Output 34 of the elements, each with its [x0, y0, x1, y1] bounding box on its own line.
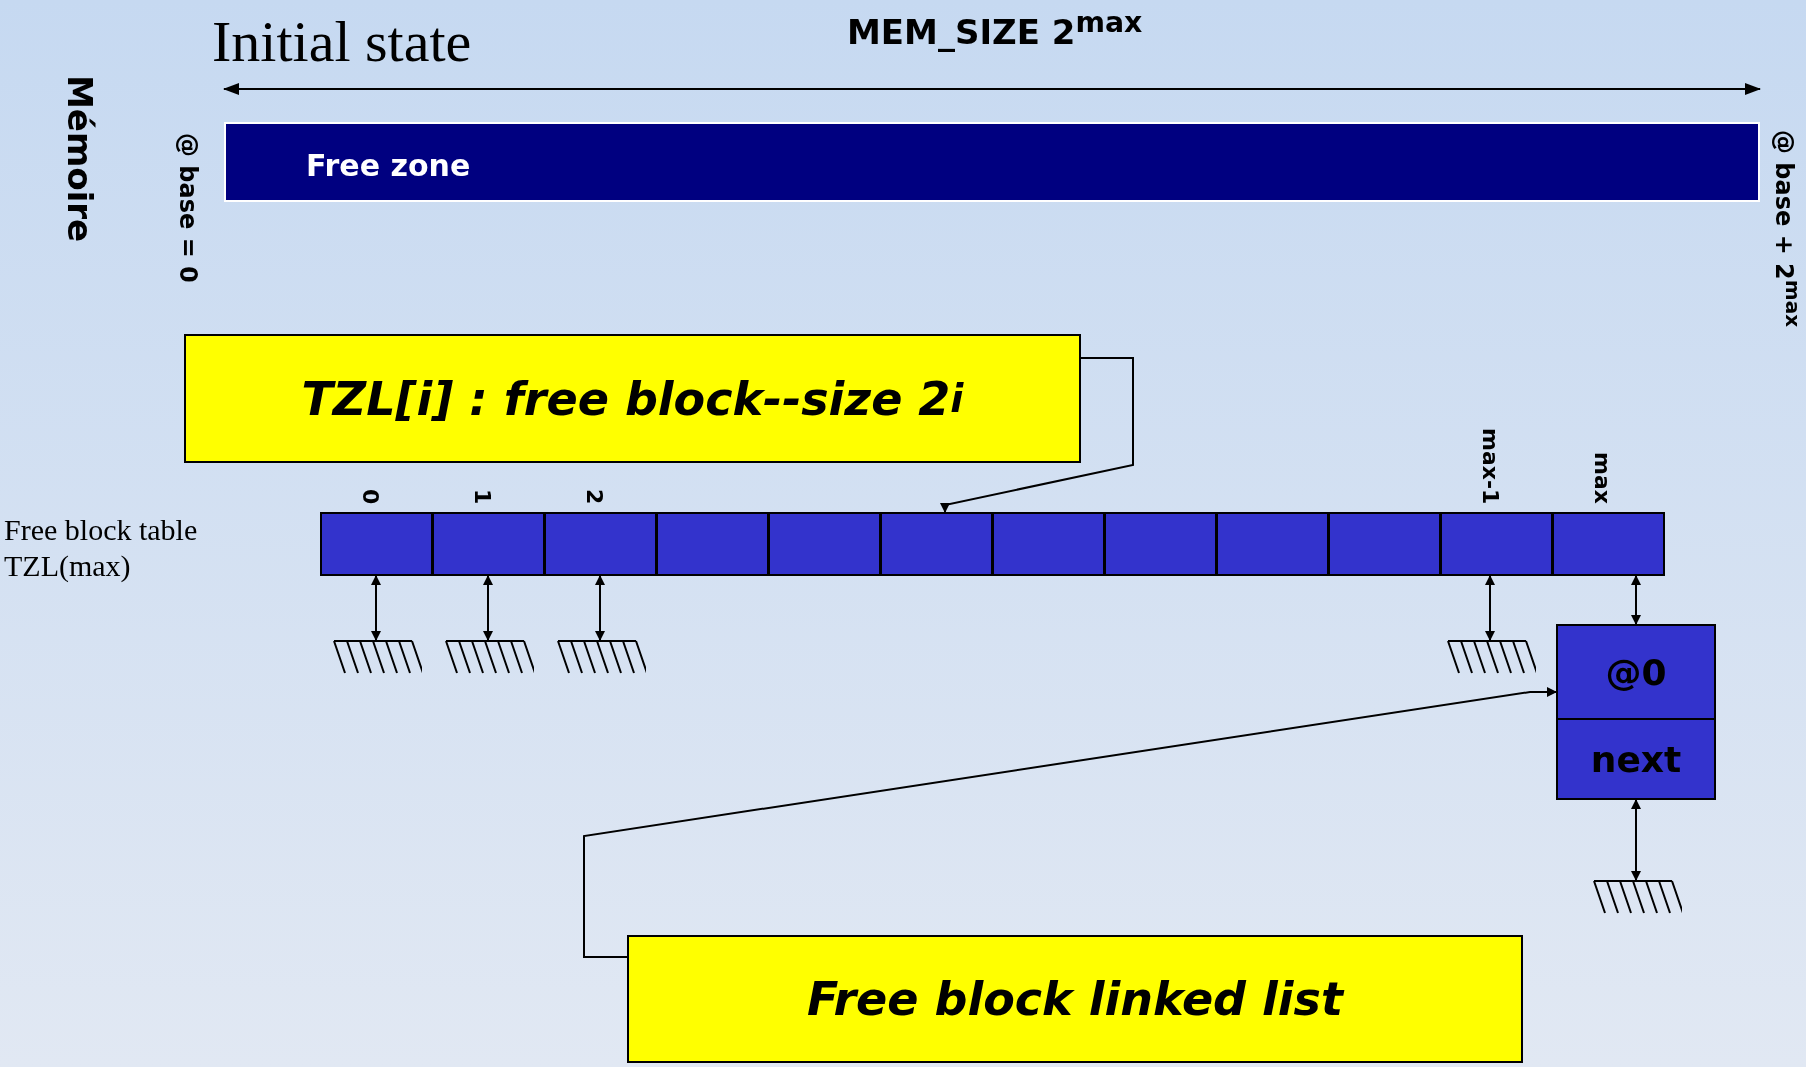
leader-arrow [583, 687, 1557, 958]
ground-symbol [1590, 880, 1682, 914]
table-cell [1104, 512, 1217, 576]
table-cell [656, 512, 769, 576]
double-arrow [371, 575, 381, 641]
index-label: max-1 [1478, 427, 1503, 504]
double-arrow [1631, 799, 1641, 881]
table-cell [768, 512, 881, 576]
index-label: max [1590, 452, 1615, 504]
table-cell [1328, 512, 1441, 576]
list-cell: @0 [1556, 624, 1716, 720]
ground-symbol [330, 640, 422, 674]
ground-symbol [442, 640, 534, 674]
address-label: @ base = 0 [174, 133, 202, 283]
note-box: Free block linked list [627, 935, 1523, 1063]
table-cell [1216, 512, 1329, 576]
double-arrow [595, 575, 605, 641]
table-cell [992, 512, 1105, 576]
double-arrow [1631, 575, 1641, 625]
ground-symbol [554, 640, 646, 674]
ground-symbol [1444, 640, 1536, 674]
dimension-label: MEM_SIZE 2$^{max}$ [847, 6, 1143, 53]
diagram-title: Initial state [212, 8, 472, 75]
table-cell [880, 512, 993, 576]
index-label: 2 [582, 488, 607, 504]
table-label: Free block table TZL(max) [4, 512, 199, 584]
double-arrow [1485, 575, 1495, 641]
list-cell: next [1556, 720, 1716, 800]
index-label: 1 [470, 488, 495, 504]
double-arrow [483, 575, 493, 641]
memory-bar: Free zone [224, 122, 1760, 202]
leader-arrow [940, 357, 1134, 513]
axis-label: Mémoire [60, 75, 100, 243]
index-label: 0 [358, 488, 383, 504]
